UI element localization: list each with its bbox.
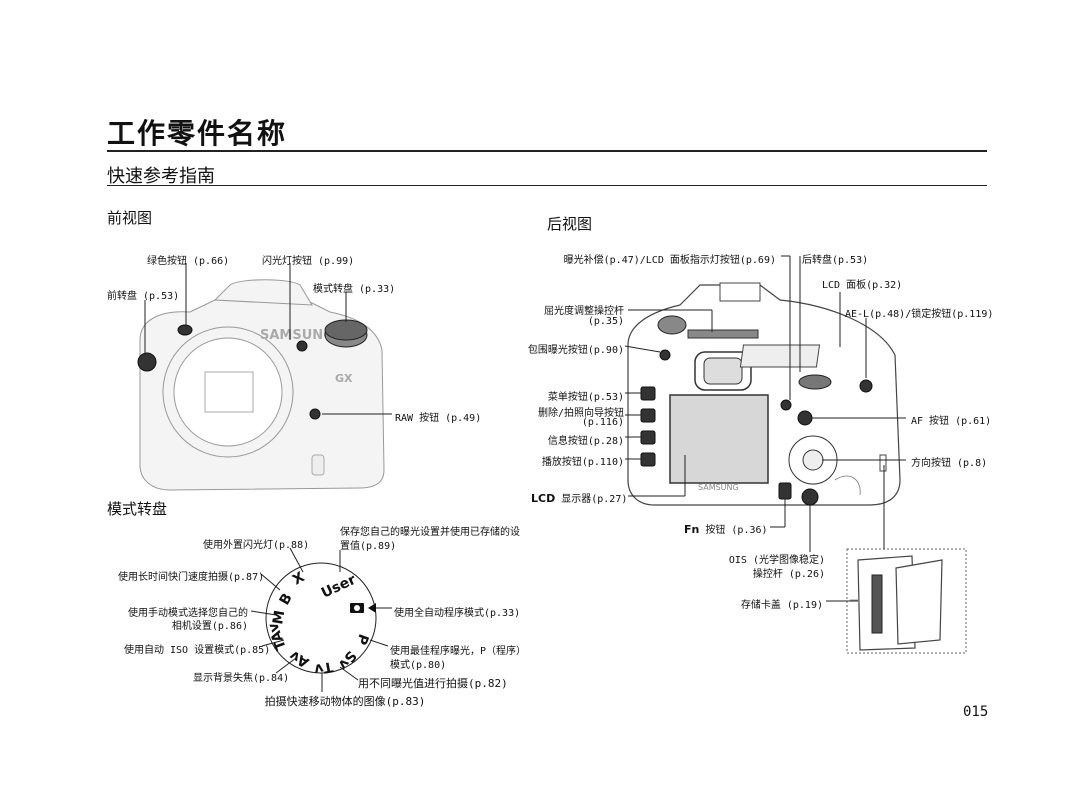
ois-label: OIS (光学图像稳定): [728, 555, 825, 566]
mode-dial-heading: 模式转盘: [107, 500, 168, 518]
diopter-label: 屈光度调整操控杆: [544, 306, 624, 317]
play-button-label: 播放按钮(p.110): [541, 457, 624, 468]
fn-button-label: Fn 按钮 (p.36): [684, 521, 768, 536]
page-subtitle: 快速参考指南: [107, 166, 215, 187]
dial-m-label-2: 相机设置(p.86): [171, 621, 248, 632]
delete-button-label: 删除/拍照向导按钮: [537, 408, 624, 419]
mode-dial-label: 模式转盘 (p.33): [313, 284, 396, 295]
mode-dial-illustration: X User B M TAv Av Tv Sv P: [265, 562, 377, 677]
dial-m-label: 使用手动模式选择您自己的: [128, 608, 248, 619]
front-brand-text: SAMSUNG: [260, 328, 334, 343]
dial-auto-label: 使用全自动程序模式(p.33): [394, 608, 521, 619]
dial-sv-label: 用不同曝光值进行拍摄(p.82): [358, 677, 508, 690]
af-button-label: AF 按钮 (p.61): [911, 416, 992, 427]
flash-button-label: 闪光灯按钮 (p.99): [262, 256, 355, 267]
front-dial-label: 前转盘 (p.53): [107, 291, 180, 302]
dial-m-symbol: M: [270, 609, 288, 626]
green-button-label: 绿色按钮 (p.66): [147, 256, 230, 267]
rear-dial-label: 后转盘(p.53): [802, 255, 869, 266]
back-brand-text: SAMSUNG: [698, 483, 739, 492]
dial-tav-label: 使用自动 ISO 设置模式(p.85): [124, 645, 271, 656]
pointer-triangle-icon: [368, 603, 376, 613]
dial-tv-symbol: Tv: [313, 658, 334, 677]
exposure-comp-label: 曝光补偿(p.47)/LCD 面板指示灯按钮(p.69): [563, 255, 776, 266]
page-number: 015: [963, 704, 989, 720]
raw-button-label: RAW 按钮 (p.49): [395, 413, 482, 424]
menu-button-label: 菜单按钮(p.53): [547, 392, 624, 403]
lcd-panel-label: LCD 面板(p.32): [822, 280, 903, 291]
dial-tv-label: 拍摄快速移动物体的图像(p.83): [264, 695, 426, 708]
fn-text: 按钮 (p.36): [705, 525, 768, 536]
dial-x-label: 使用外置闪光灯(p.88): [203, 540, 310, 551]
dial-user-label-2: 置值(p.89): [340, 541, 397, 552]
info-button-label: 信息按钮(p.28): [547, 436, 624, 447]
back-camera-illustration: SAMSUNG: [627, 282, 901, 506]
card-cover-illustration: [850, 555, 943, 651]
diopter-page-label: (p.35): [587, 316, 624, 327]
front-camera-illustration: SAMSUNG GX: [137, 279, 385, 491]
dial-b-label: 使用长时间快门速度拍摄(p.87): [118, 572, 265, 583]
lcd-display-label: LCD 显示器(p.27): [531, 490, 627, 505]
lcd-display-text: 显示器(p.27): [561, 494, 628, 505]
bracket-button-label: 包围曝光按钮(p.90): [527, 345, 624, 356]
ae-lock-label: AE-L(p.48)/锁定按钮(p.119): [845, 309, 994, 320]
page-title: 工作零件名称: [107, 117, 288, 150]
title-rule: [107, 150, 987, 152]
ois-page-label: 操控杆 (p.26): [752, 569, 825, 580]
card-cover-label: 存储卡盖 (p.19): [740, 600, 823, 611]
subtitle-rule: [107, 185, 987, 186]
dial-av-label: 显示背景失焦(p.84): [193, 673, 290, 684]
dial-p-label-2: 模式(p.80): [390, 660, 447, 671]
front-view-heading: 前视图: [107, 209, 153, 227]
delete-page-label: (p.116): [581, 417, 624, 428]
nav-button-label: 方向按钮 (p.8): [911, 458, 988, 469]
dial-p-label: 使用最佳程序曝光，P（程序）: [390, 646, 527, 657]
front-model-text: GX: [335, 372, 353, 385]
dial-user-label: 保存您自己的曝光设置并使用已存储的设: [340, 527, 520, 538]
lcd-display-prefix: LCD: [531, 492, 556, 505]
fn-prefix: Fn: [684, 523, 700, 536]
back-view-heading: 后视图: [547, 215, 593, 233]
